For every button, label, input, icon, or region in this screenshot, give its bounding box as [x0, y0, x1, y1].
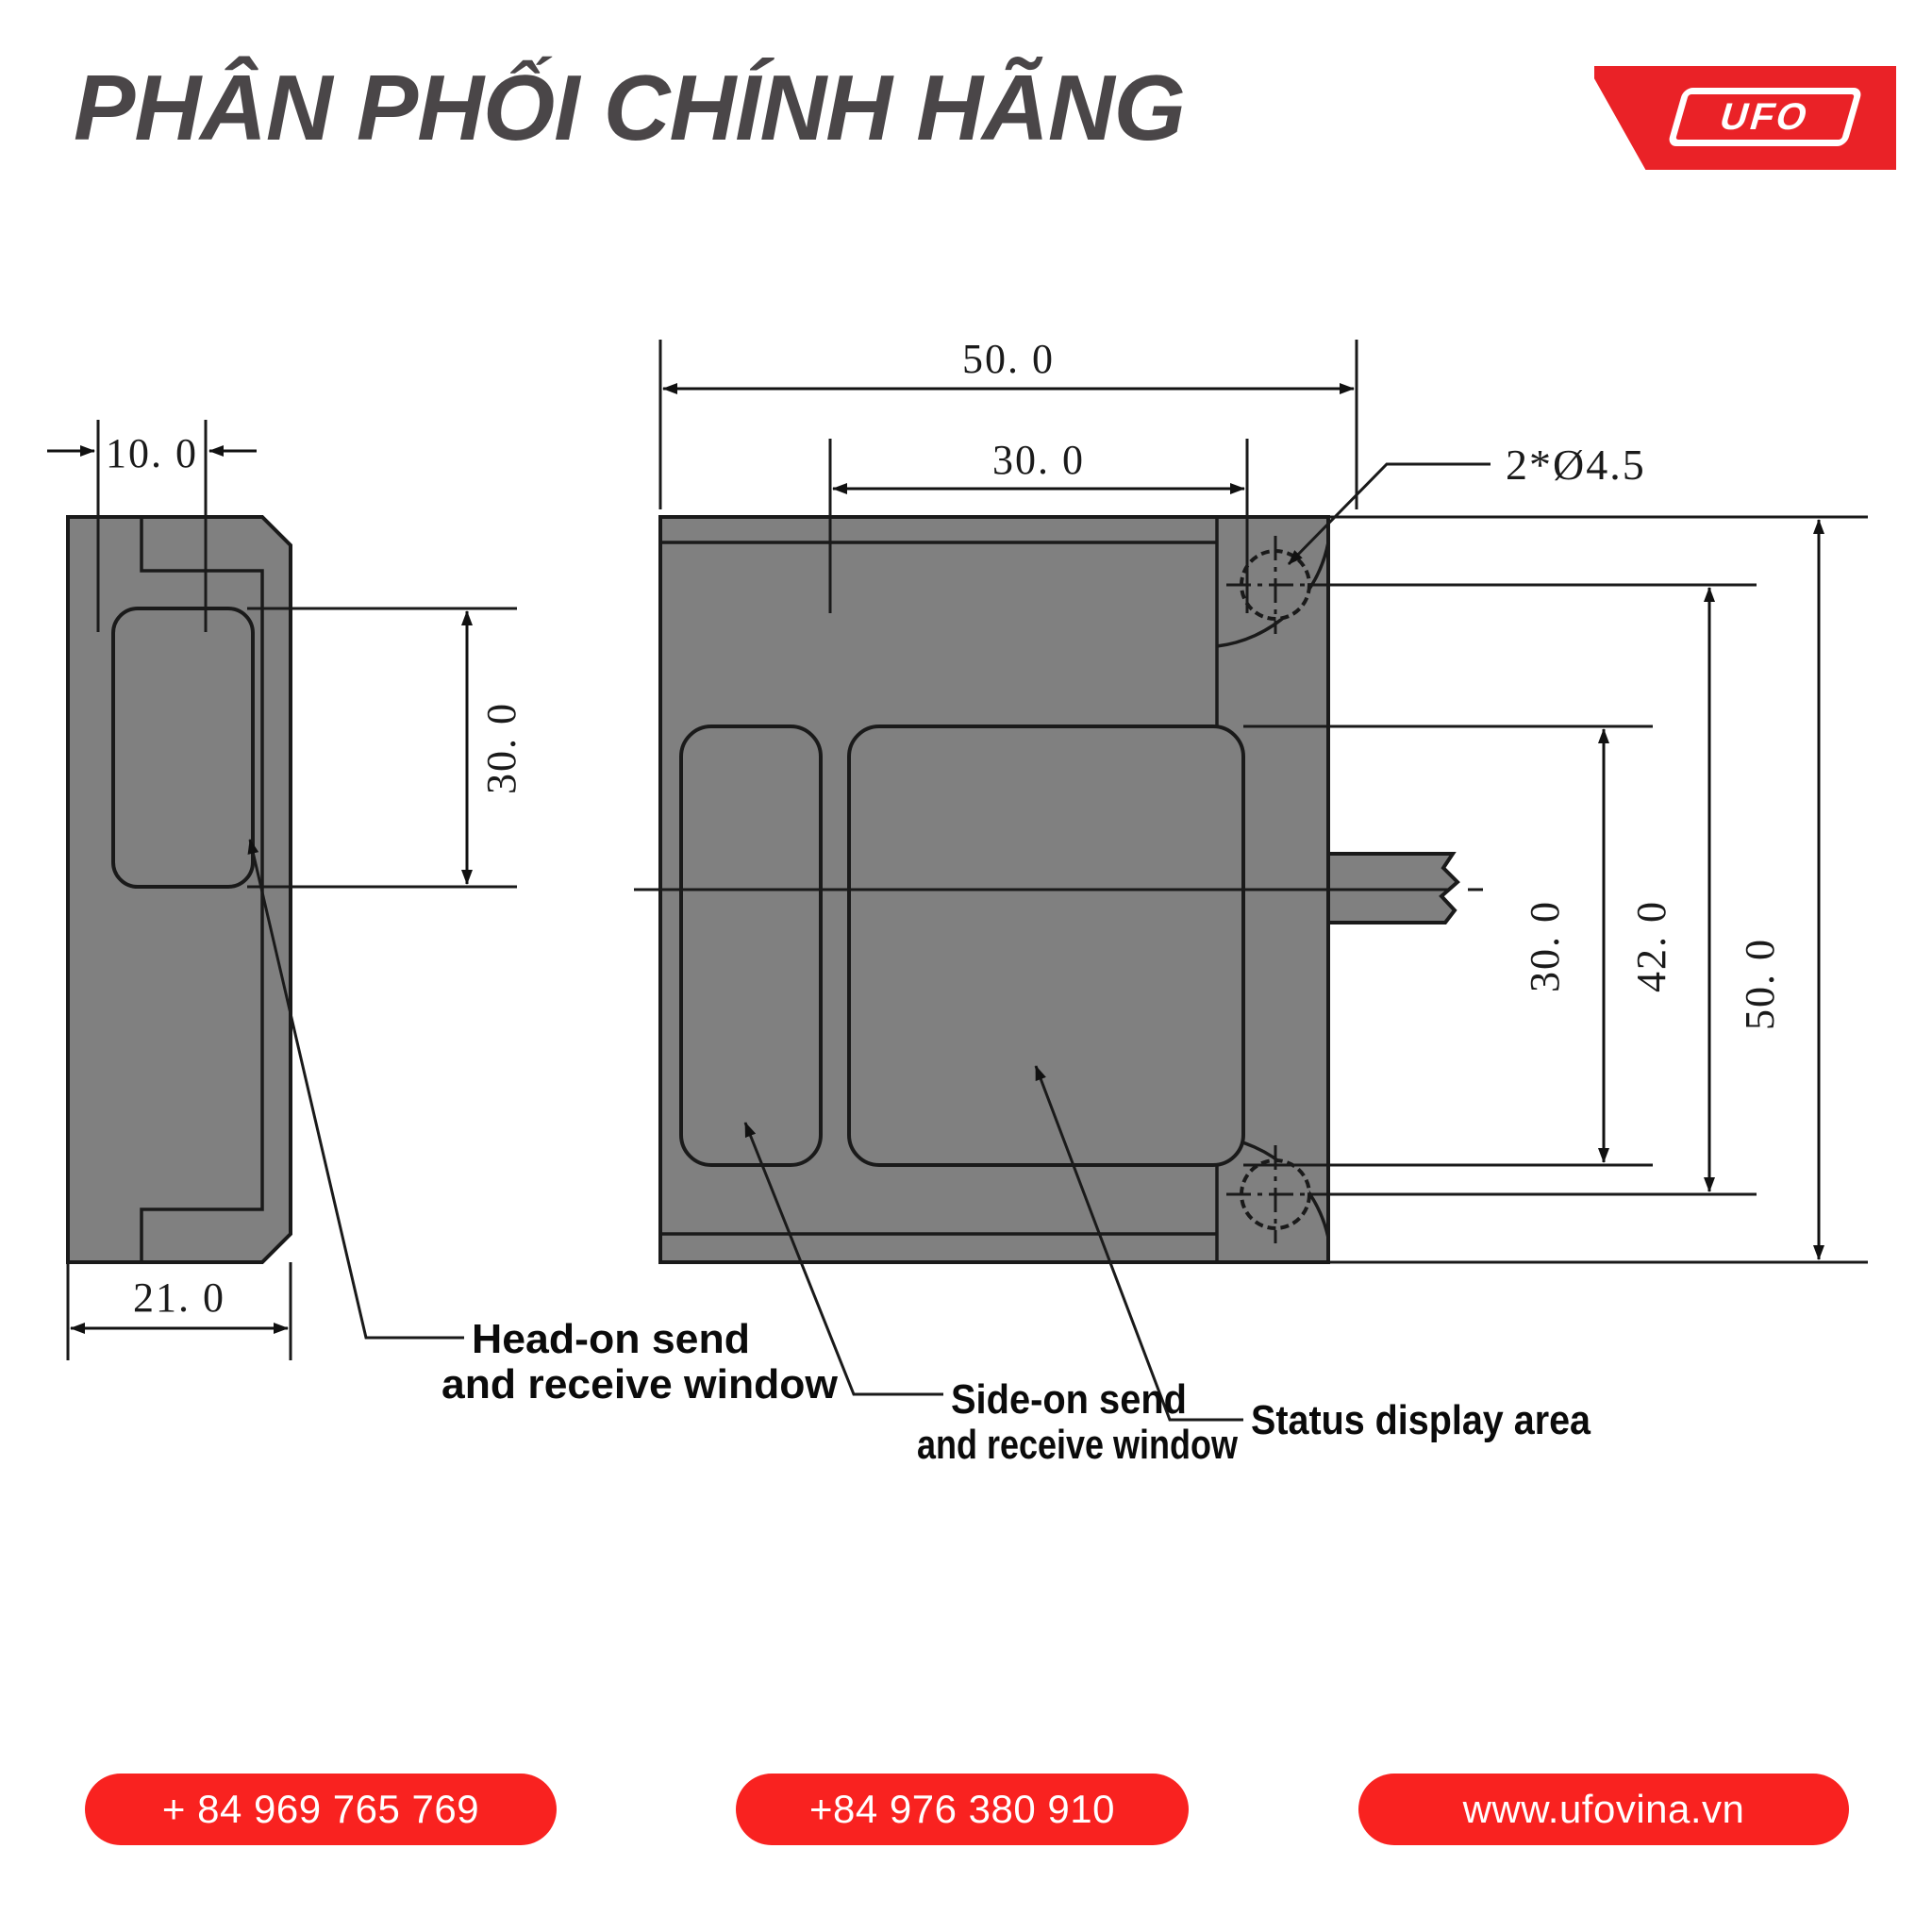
callout-status-display: Status display area: [1251, 1397, 1591, 1443]
page-title: PHÂN PHỐI CHÍNH HÃNG: [74, 56, 1186, 159]
mounting-hole-top: [1226, 536, 1324, 634]
mounting-hole-bottom: [1226, 1145, 1324, 1243]
drawing-svg: 50. 0 30. 0 2*Ø4.5 10. 0 21. 0 30. 0 30.…: [47, 336, 1868, 1468]
callout-head-on-line1: Head-on send: [472, 1316, 750, 1362]
dim-top-overall: 50. 0: [962, 336, 1055, 382]
dim-side-top-offset: 10. 0: [106, 430, 198, 476]
technical-drawing: 50. 0 30. 0 2*Ø4.5 10. 0 21. 0 30. 0 30.…: [0, 217, 1932, 1689]
dim-right-overall: 50. 0: [1737, 938, 1783, 1030]
side-view: [66, 515, 292, 1264]
contact-phone-1[interactable]: + 84 969 765 769: [85, 1774, 557, 1845]
dim-side-width: 21. 0: [133, 1274, 225, 1321]
contact-website[interactable]: www.ufovina.vn: [1358, 1774, 1849, 1845]
callout-side-on-line2: and receive window: [917, 1422, 1239, 1468]
front-view: [634, 515, 1483, 1264]
contact-phone-2[interactable]: +84 976 380 910: [736, 1774, 1189, 1845]
callout-side-on-line1: Side-on send: [951, 1376, 1187, 1423]
logo-banner-shape: [1594, 66, 1896, 170]
callout-head-on-line2: and receive window: [441, 1361, 839, 1407]
dim-top-inner: 30. 0: [992, 437, 1085, 483]
dim-hole-callout: 2*Ø4.5: [1506, 441, 1646, 489]
ufo-logo: UFO: [1594, 66, 1896, 170]
contact-footer: + 84 969 765 769 +84 976 380 910 www.ufo…: [0, 1774, 1932, 1887]
dim-right-mid: 42. 0: [1628, 900, 1674, 992]
head-on-window: [111, 607, 255, 889]
logo-wordmark: UFO: [1714, 96, 1816, 138]
dim-right-inner: 30. 0: [1522, 900, 1568, 992]
page-header: PHÂN PHỐI CHÍNH HÃNG UFO: [0, 0, 1932, 217]
dim-side-height: 30. 0: [478, 702, 525, 794]
status-display-window: [847, 724, 1245, 1167]
side-on-window: [679, 724, 823, 1167]
logo-badge: UFO: [1667, 88, 1863, 146]
